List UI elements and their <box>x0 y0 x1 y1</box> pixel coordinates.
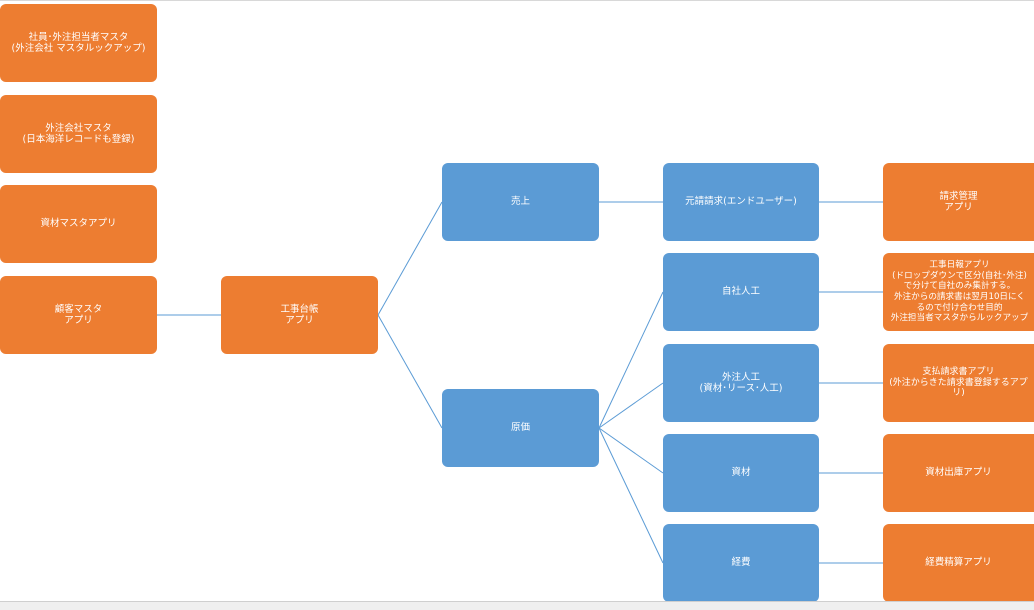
daily-report-app-node[interactable]: 工事日報アプリ (ドロップダウンで区分(自社･外注) で分けて自社のみ集計する。… <box>883 253 1034 331</box>
subcontractor-master-node[interactable]: 外注会社マスタ (日本海洋レコードも登録) <box>0 95 157 173</box>
bottom-scroll-strip <box>0 601 1034 610</box>
billing-management-app-node[interactable]: 請求管理 アプリ <box>883 163 1034 241</box>
material-issue-app-node[interactable]: 資材出庫アプリ <box>883 434 1034 512</box>
connector-ledger-to-cost <box>377 314 443 429</box>
connector-cost-to-in-house-labor <box>598 291 664 429</box>
in-house-labor-node[interactable]: 自社人工 <box>663 253 819 331</box>
outsourced-labor-node[interactable]: 外注人工 (資材･リース･人工) <box>663 344 819 422</box>
connector-cost-to-expenses <box>598 427 664 564</box>
staff-master-node[interactable]: 社員･外注担当者マスタ (外注会社 マスタルックアップ) <box>0 4 157 82</box>
customer-master-node[interactable]: 顧客マスタ アプリ <box>0 276 157 354</box>
cost-node[interactable]: 原価 <box>442 389 599 467</box>
materials-master-node[interactable]: 資材マスタアプリ <box>0 185 157 263</box>
payment-invoice-app-node[interactable]: 支払請求書アプリ (外注からきた請求書登録するアプ リ) <box>883 344 1034 422</box>
connector-ledger-to-sales <box>377 201 443 316</box>
materials-node[interactable]: 資材 <box>663 434 819 512</box>
sales-node[interactable]: 売上 <box>442 163 599 241</box>
prime-billing-node[interactable]: 元請請求(エンドユーザー) <box>663 163 819 241</box>
construction-ledger-node[interactable]: 工事台帳 アプリ <box>221 276 378 354</box>
connector-cost-to-outsourced-labor <box>598 382 664 429</box>
connector-cost-to-materials <box>598 427 664 474</box>
expense-settlement-app-node[interactable]: 経費精算アプリ <box>883 524 1034 602</box>
expenses-node[interactable]: 経費 <box>663 524 819 602</box>
